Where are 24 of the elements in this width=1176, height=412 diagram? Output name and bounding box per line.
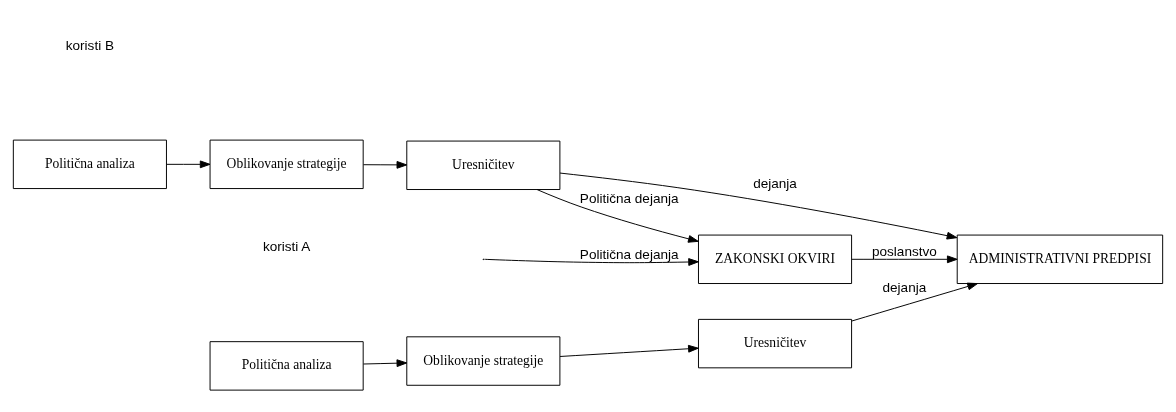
arrow xyxy=(559,344,699,357)
edge-label: Politična dejanja xyxy=(579,191,679,207)
edge-label: dejanja xyxy=(882,280,927,296)
node-box: Uresničitev xyxy=(406,140,561,190)
edge-label: poslanstvo xyxy=(872,243,937,259)
arrow xyxy=(536,189,699,243)
node-box: Politična analiza xyxy=(12,139,167,190)
arrow xyxy=(483,258,699,266)
arrow xyxy=(559,172,958,240)
label: koristi B xyxy=(65,37,114,53)
node-box: Oblikovanje strategije xyxy=(209,139,364,190)
node-box: ZAKONSKI OKVIRI xyxy=(698,234,853,284)
edge-label: dejanja xyxy=(753,175,797,191)
arrow xyxy=(851,282,978,322)
label: koristi A xyxy=(262,239,311,255)
node-box: Oblikovanje strategije xyxy=(406,336,561,386)
node-box: ADMINISTRATIVNI PREDPISI xyxy=(956,234,1164,284)
edge-label: Politična dejanja xyxy=(579,246,679,262)
node-box: Uresničitev xyxy=(698,318,853,369)
arrow xyxy=(166,160,211,169)
arrow xyxy=(362,359,408,368)
node-box: Politična analiza xyxy=(209,341,364,391)
arrow xyxy=(851,255,958,264)
arrow xyxy=(362,161,408,169)
